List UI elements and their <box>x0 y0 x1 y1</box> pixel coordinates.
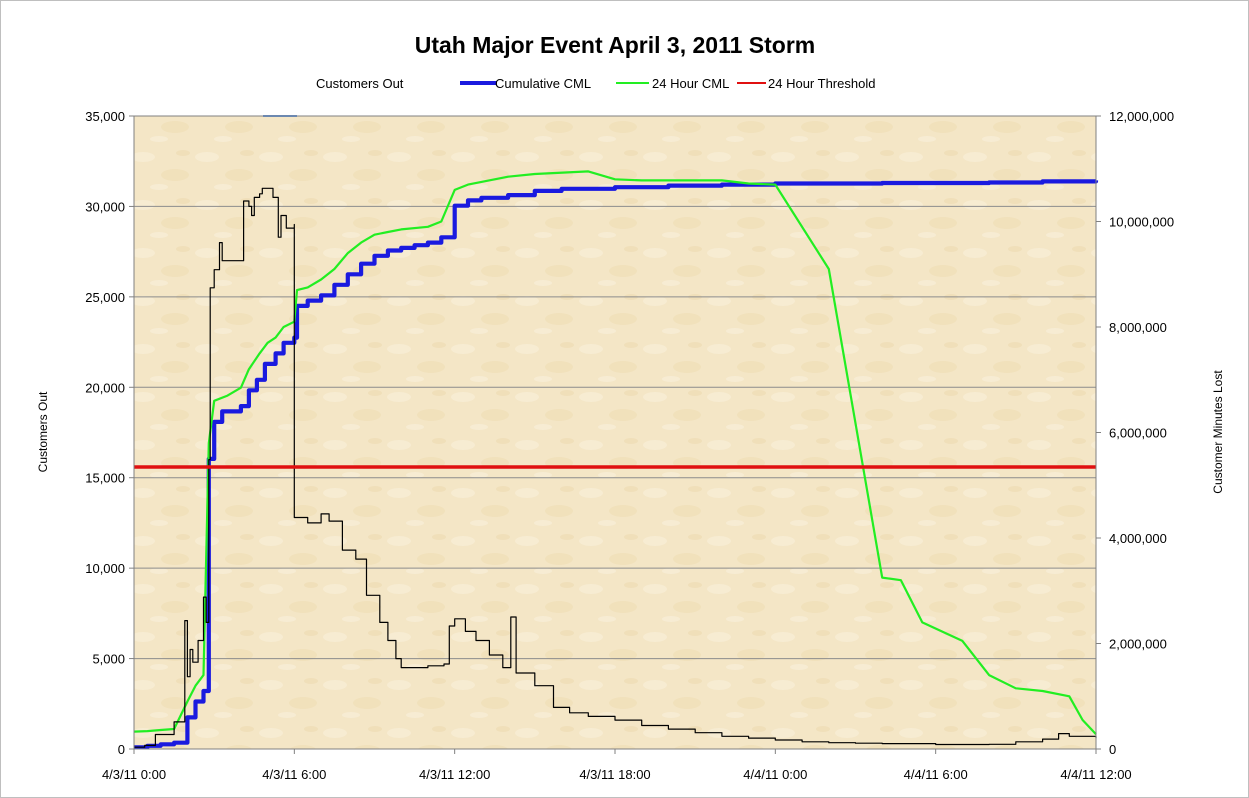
y-right-tick-label: 4,000,000 <box>1109 531 1167 546</box>
legend-label-24-hour-threshold: 24 Hour Threshold <box>768 76 875 91</box>
x-tick-label: 4/3/11 18:00 <box>579 767 650 782</box>
legend-label-24-hour-cml: 24 Hour CML <box>652 76 729 91</box>
x-tick-label: 4/3/11 0:00 <box>102 767 166 782</box>
y-axis-right-title: Customer Minutes Lost <box>1211 370 1225 494</box>
y-right-tick-label: 2,000,000 <box>1109 637 1167 652</box>
y-axis-left-title: Customers Out <box>36 391 50 472</box>
y-left-tick-label: 35,000 <box>85 109 125 124</box>
chart-title: Utah Major Event April 3, 2011 Storm <box>415 32 816 58</box>
y-left-tick-label: 25,000 <box>85 290 125 305</box>
legend: Customers Out Cumulative CML 24 Hour CML… <box>316 76 875 91</box>
y-right-tick-label: 12,000,000 <box>1109 109 1174 124</box>
x-tick-label: 4/3/11 12:00 <box>419 767 490 782</box>
tick-labels: 0 5,000 10,000 15,000 20,000 25,000 30,000 35,0… <box>85 109 1174 782</box>
y-right-tick-label: 8,000,000 <box>1109 320 1167 335</box>
y-right-tick-label: 0 <box>1109 742 1116 757</box>
series-customers-out <box>134 187 1097 748</box>
series-layer <box>133 170 1099 750</box>
y-left-tick-label: 10,000 <box>85 561 125 576</box>
y-left-tick-label: 5,000 <box>92 652 125 667</box>
y-left-tick-label: 0 <box>118 742 125 757</box>
legend-label-customers-out: Customers Out <box>316 76 404 91</box>
x-tick-label: 4/3/11 6:00 <box>262 767 326 782</box>
y-left-tick-label: 20,000 <box>85 380 125 395</box>
y-right-tick-label: 6,000,000 <box>1109 426 1167 441</box>
y-right-tick-label: 10,000,000 <box>1109 215 1174 230</box>
legend-label-cumulative-cml: Cumulative CML <box>495 76 591 91</box>
x-tick-label: 4/4/11 0:00 <box>743 767 807 782</box>
y-left-tick-label: 30,000 <box>85 199 125 214</box>
series-24-hour-cml <box>133 170 1097 735</box>
y-left-tick-label: 15,000 <box>85 471 125 486</box>
x-tick-label: 4/4/11 12:00 <box>1060 767 1131 782</box>
x-tick-label: 4/4/11 6:00 <box>904 767 968 782</box>
